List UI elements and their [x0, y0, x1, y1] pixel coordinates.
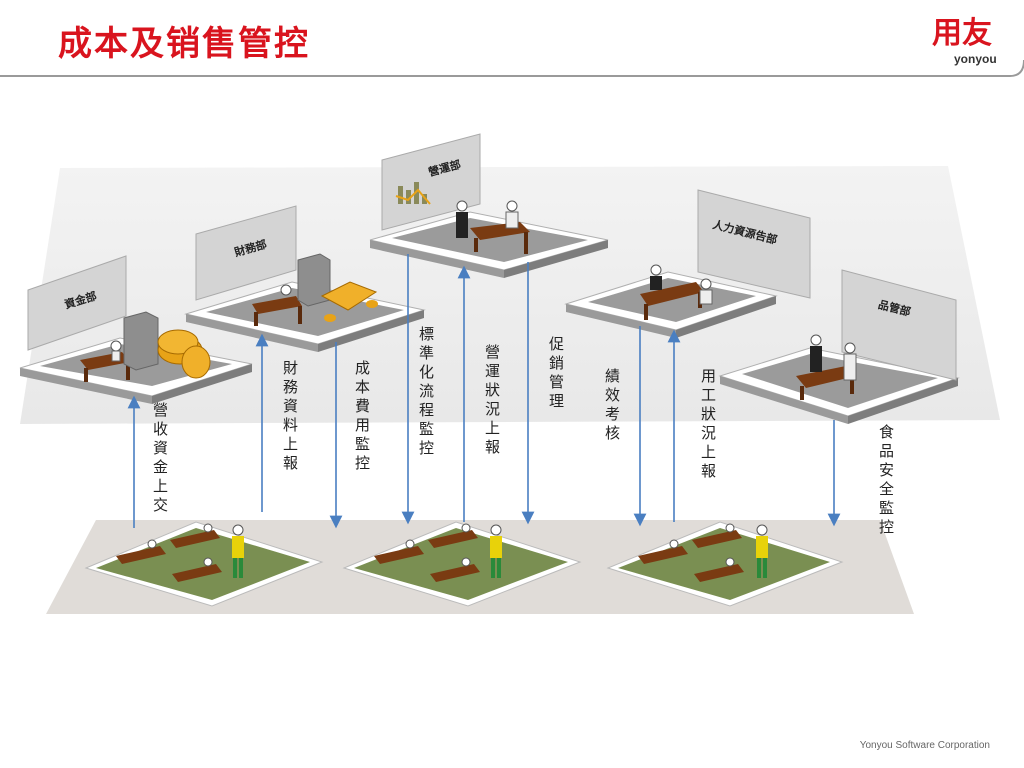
store-2: [342, 521, 582, 607]
footer-company: Yonyou Software Corporation: [859, 740, 990, 751]
flow-label-promo: 促銷管理: [547, 336, 565, 412]
flow-label-finance-report: 財務資料上報: [281, 360, 299, 474]
funds-platform: [19, 255, 253, 404]
funds-sign: [27, 255, 127, 351]
flow-label-labor-report: 用工狀況上報: [699, 368, 717, 482]
logo-cn-text: 用友: [932, 16, 992, 51]
flow-label-ops-report: 營運狀況上報: [483, 344, 501, 458]
flow-label-revenue-upload: 營收資金上交: [151, 402, 169, 516]
quality-sign: [841, 269, 957, 381]
operations-platform: [369, 133, 609, 278]
finance-sign: [195, 205, 297, 301]
logo-en-text: yonyou: [954, 52, 997, 66]
flow-label-perf: 績效考核: [603, 368, 621, 444]
flow-label-process-monitor: 標準化流程監控: [417, 326, 435, 459]
quality-platform: [718, 269, 960, 424]
store-1: [84, 521, 324, 607]
operations-sign: [381, 133, 481, 231]
finance-platform: [184, 205, 426, 352]
hr-platform: [564, 189, 811, 338]
page-title: 成本及销售管控: [58, 24, 310, 64]
hr-sign: [697, 189, 811, 299]
store-3: [606, 521, 844, 607]
flow-label-food-safety: 食品安全監控: [877, 424, 895, 538]
yonyou-logo: 用友 yonyou: [932, 16, 1002, 67]
flow-label-cost-monitor: 成本費用監控: [353, 360, 371, 474]
